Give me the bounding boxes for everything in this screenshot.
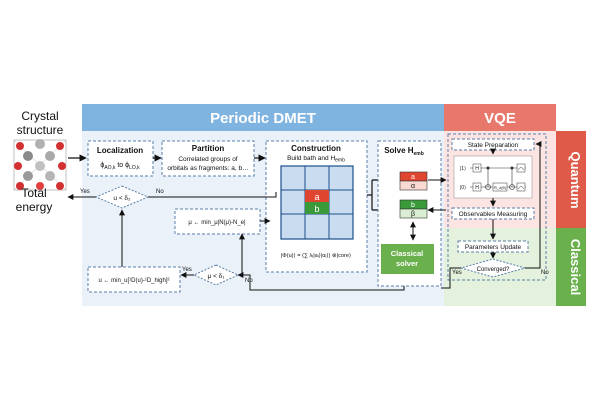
arrow-converged-no-loop <box>525 141 542 269</box>
converged-yes-label: Yes <box>452 270 462 276</box>
state-preparation-label: State Preparation <box>468 142 519 149</box>
gate-h-bottom: H <box>475 185 479 191</box>
solve-title: Solve Hemb <box>384 146 424 157</box>
mu-yes-label: Yes <box>182 267 192 273</box>
total-energy-line2: energy <box>16 200 53 214</box>
mu-check-diamond <box>192 264 240 286</box>
quantum-banner-label: Quantum <box>568 151 583 208</box>
total-energy-line1: Total <box>21 186 46 200</box>
crystal-label-line1: Crystal <box>21 109 58 123</box>
quantum-circuit: |1⟩ |0⟩ H H R_z(θ) <box>453 155 533 199</box>
classical-solver-box <box>381 244 434 274</box>
u-check-diamond <box>94 185 150 209</box>
arrow-converged-yes <box>441 267 461 289</box>
solve-beta-label: β <box>411 211 415 218</box>
classical-banner-label: Classical <box>568 239 583 295</box>
localization-box <box>87 140 154 177</box>
u-yes-label: Yes <box>80 189 90 195</box>
localization-title: Localization <box>97 146 143 155</box>
partition-title: Partition <box>192 144 225 153</box>
arrow-mu-check-to-mu-update <box>238 233 245 276</box>
partition-line2: orbitals as fragments: a, b… <box>167 165 248 172</box>
arrow-u-check-no <box>148 192 277 198</box>
gate-h-top: H <box>475 166 479 172</box>
u-no-label: No <box>156 189 164 195</box>
classical-solver-line1: Classical <box>391 249 424 258</box>
qubit-0-label: |0⟩ <box>460 185 466 191</box>
mu-check-label: μ < δ₁ <box>208 273 226 280</box>
observables-measuring-label: Observables Measuring <box>459 211 528 218</box>
fragment-a-label: a <box>314 192 319 202</box>
quantum-banner <box>556 131 586 228</box>
converged-label: Converged? <box>477 267 510 273</box>
gate-rz: R_z(θ) <box>494 185 507 190</box>
classical-banner <box>556 228 586 306</box>
classical-solver-line2: solver <box>396 259 418 268</box>
converged-diamond <box>459 258 527 278</box>
u-update-label: u ← min_u[¹D(u)-¹D_high]² <box>98 278 169 284</box>
construction-subtitle: Build bath and Hemb <box>287 155 345 164</box>
dmet-banner <box>82 104 444 131</box>
u-update-box <box>87 266 181 293</box>
solve-alpha-label: α <box>411 183 415 190</box>
fragment-a-cell <box>305 190 329 202</box>
construction-formula: |Φ(u)⟩ = (∑ λᵢ|aᵢ⟩|αᵢ⟩) ⊗|core⟩ <box>281 252 351 259</box>
localization-formula: ϕAO,k to ϕLO,k <box>100 162 140 171</box>
solve-a-label: a <box>411 174 415 181</box>
vqe-banner <box>444 104 556 131</box>
solve-beta-cell <box>399 208 428 219</box>
solve-alpha-cell <box>399 180 428 191</box>
fragment-b-label: b <box>314 204 319 214</box>
crystal-label-line2: structure <box>17 123 64 137</box>
mu-update-label: μ ← min_μ|N(μ)-N_e| <box>188 220 246 226</box>
vqe-dashed-frame <box>447 133 547 281</box>
partition-box <box>161 140 255 177</box>
mu-no-label: No <box>245 278 253 284</box>
u-check-label: u < δ₂ <box>113 195 131 202</box>
partition-line1: Correlated groups of <box>178 156 237 163</box>
crystal-structure-image <box>13 139 67 191</box>
dmet-banner-label: Periodic DMET <box>210 110 316 127</box>
mu-update-box <box>174 208 261 235</box>
vqe-banner-label: VQE <box>484 110 516 127</box>
fragment-b-cell <box>305 202 329 214</box>
construction-title: Construction <box>291 144 341 153</box>
observables-measuring-box <box>451 207 535 220</box>
arrow-solve-to-mu-check <box>237 272 405 291</box>
qubit-1-label: |1⟩ <box>460 166 466 172</box>
converged-no-label: No <box>541 270 549 276</box>
solve-b-label: b <box>411 202 415 209</box>
state-preparation-box <box>451 138 535 151</box>
parameters-update-label: Parameters Update <box>465 244 522 251</box>
